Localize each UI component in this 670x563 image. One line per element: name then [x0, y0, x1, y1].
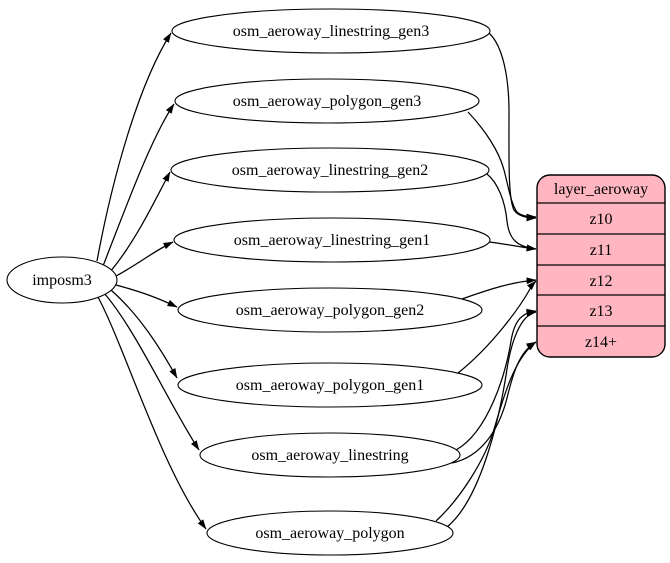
edge-imposm3-osm_aeroway_polygon_gen2 [115, 284, 178, 308]
layer-row-z13: z13 [589, 303, 612, 320]
table-node-osm_aeroway_polygon_gen1: osm_aeroway_polygon_gen1 [177, 362, 483, 408]
table-node-osm_aeroway_polygon_gen3: osm_aeroway_polygon_gen3 [174, 78, 480, 124]
edge-osm_aeroway_linestring_gen3-z10 [488, 32, 537, 222]
table-node-osm_aeroway_linestring: osm_aeroway_linestring [199, 432, 461, 478]
edge-imposm3-osm_aeroway_linestring_gen3 [96, 32, 172, 262]
edge-osm_aeroway_linestring-z14+ [451, 341, 537, 464]
layer-row-z11: z11 [590, 242, 613, 259]
table-node-osm_aeroway_polygon: osm_aeroway_polygon [206, 510, 454, 556]
layer-node-outline [536, 174, 666, 358]
edge-imposm3-osm_aeroway_polygon_gen3 [102, 103, 175, 267]
table-ellipse [177, 287, 483, 333]
edge-osm_aeroway_linestring-z13 [455, 308, 537, 451]
edge-osm_aeroway_polygon_gen3-z10 [467, 111, 537, 221]
table-ellipse [206, 510, 454, 556]
edge-osm_aeroway_linestring_gen1-z11 [488, 241, 537, 252]
edge-imposm3-osm_aeroway_polygon_gen1 [110, 289, 178, 379]
table-node-osm_aeroway_linestring_gen3: osm_aeroway_linestring_gen3 [171, 8, 491, 54]
layer-node-background [537, 175, 665, 357]
table-node-osm_aeroway_linestring_gen1: osm_aeroway_linestring_gen1 [173, 217, 491, 263]
table-ellipse [199, 432, 461, 478]
table-label: osm_aeroway_polygon_gen1 [236, 377, 424, 394]
table-label: osm_aeroway_polygon_gen3 [233, 93, 421, 110]
node-layer_aeroway: layer_aeroway z10 z11 z12 z13 z14+ [536, 174, 666, 358]
table-label: osm_aeroway_linestring_gen3 [233, 23, 429, 40]
table-node-osm_aeroway_polygon_gen2: osm_aeroway_polygon_gen2 [177, 287, 483, 333]
edge-osm_aeroway_polygon-z13 [446, 310, 537, 528]
table-ellipse [170, 147, 490, 193]
table-ellipse [171, 8, 491, 54]
layer-row-z12: z12 [589, 273, 612, 290]
table-ellipse [177, 362, 483, 408]
imposm3-ellipse [6, 256, 118, 304]
table-ellipse [173, 217, 491, 263]
layer-row-z10: z10 [589, 211, 612, 228]
edge-imposm3-osm_aeroway_linestring_gen2 [109, 171, 171, 273]
edge-imposm3-osm_aeroway_linestring [103, 292, 200, 451]
table-label: osm_aeroway_linestring_gen1 [234, 232, 430, 249]
imposm3-label: imposm3 [32, 272, 92, 289]
table-label: osm_aeroway_linestring_gen2 [232, 162, 428, 179]
edges-layer [96, 32, 537, 530]
table-ellipse [174, 78, 480, 124]
table-node-osm_aeroway_linestring_gen2: osm_aeroway_linestring_gen2 [170, 147, 490, 193]
edge-osm_aeroway_polygon_gen2-z12 [461, 277, 537, 300]
layer-row-z14plus: z14+ [585, 334, 617, 351]
layer-title: layer_aeroway [554, 181, 648, 198]
table-label: osm_aeroway_polygon_gen2 [236, 302, 424, 319]
edge-imposm3-osm_aeroway_polygon [97, 296, 207, 530]
edge-imposm3-osm_aeroway_linestring_gen1 [115, 241, 174, 277]
edge-osm_aeroway_linestring_gen2-z11 [486, 173, 537, 252]
table-label: osm_aeroway_polygon [255, 525, 404, 542]
edge-osm_aeroway_polygon-z14+ [435, 341, 537, 522]
node-imposm3: imposm3 [6, 256, 118, 304]
table-label: osm_aeroway_linestring [251, 447, 408, 464]
edge-osm_aeroway_polygon_gen1-z12 [457, 280, 537, 374]
